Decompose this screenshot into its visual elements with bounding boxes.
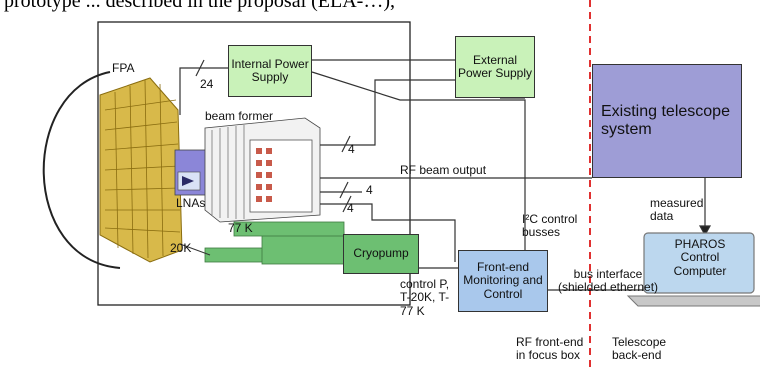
measured-data-label: measured data	[650, 196, 710, 224]
k77-label: 77 K	[228, 221, 253, 235]
control-text: control P, T-20K, T-77 K	[400, 277, 450, 318]
rf-beam-output-label: RF beam output	[400, 163, 487, 177]
cryopump-box: Cryopump	[343, 234, 419, 274]
focus-box-outline	[97, 21, 411, 306]
laptop-icon	[626, 232, 760, 307]
rf-frontend-label: RF front-end in focus box	[516, 335, 586, 363]
bus-interface-label: bus interface (shielded ethernet)	[555, 267, 661, 295]
wire-24	[179, 67, 228, 115]
measured-data-text: measured data	[650, 196, 704, 224]
i2c-label: I²C control busses	[522, 212, 582, 240]
lnas-label: LNAs	[176, 196, 206, 210]
wire-4c-tick	[342, 195, 352, 213]
frontend-monitoring-box: Front-end Monitoring and Control	[458, 250, 548, 312]
control-label: control P, T-20K, T-77 K	[400, 277, 460, 318]
n4a-label: 4	[348, 142, 355, 156]
wire-4-a	[320, 79, 455, 146]
wire-24-tick	[195, 59, 205, 77]
wire-4-c	[320, 203, 456, 262]
pharos-label: PHAROS Control Computer	[660, 237, 740, 278]
wire-i2c	[311, 71, 526, 258]
wire-4a-tick	[341, 135, 351, 153]
i2c-text: I²C control busses	[522, 212, 578, 240]
n24-label: 24	[200, 77, 214, 91]
beam-former-label: beam former	[205, 109, 274, 123]
bus-interface-text: bus interface (shielded ethernet)	[557, 267, 659, 295]
page-heading-fragment: prototype ... described in the proposal …	[4, 0, 396, 12]
external-power-supply-box: External Power Supply	[455, 36, 535, 98]
k20-label: 20K	[170, 241, 192, 255]
n4c-label: 4	[347, 201, 354, 215]
n4b-label: 4	[366, 183, 373, 197]
existing-telescope-box: Existing telescope system	[592, 64, 742, 178]
cryo-pipes	[179, 221, 345, 265]
telescope-backend-text: Telescope back-end	[612, 335, 667, 363]
feed-array	[99, 77, 183, 263]
rf-frontend-text: RF front-end in focus box	[516, 335, 584, 363]
fpa-label: FPA	[112, 61, 135, 75]
telescope-backend-label: Telescope back-end	[612, 335, 682, 363]
arrow-head	[698, 225, 712, 237]
lna-block	[174, 149, 208, 196]
internal-power-supply-box: Internal Power Supply	[228, 45, 312, 97]
pharos-text: PHAROS Control Computer	[673, 237, 727, 278]
beam-former	[204, 117, 321, 223]
wire-4b-tick	[339, 181, 349, 199]
fpa-arc	[42, 71, 121, 269]
